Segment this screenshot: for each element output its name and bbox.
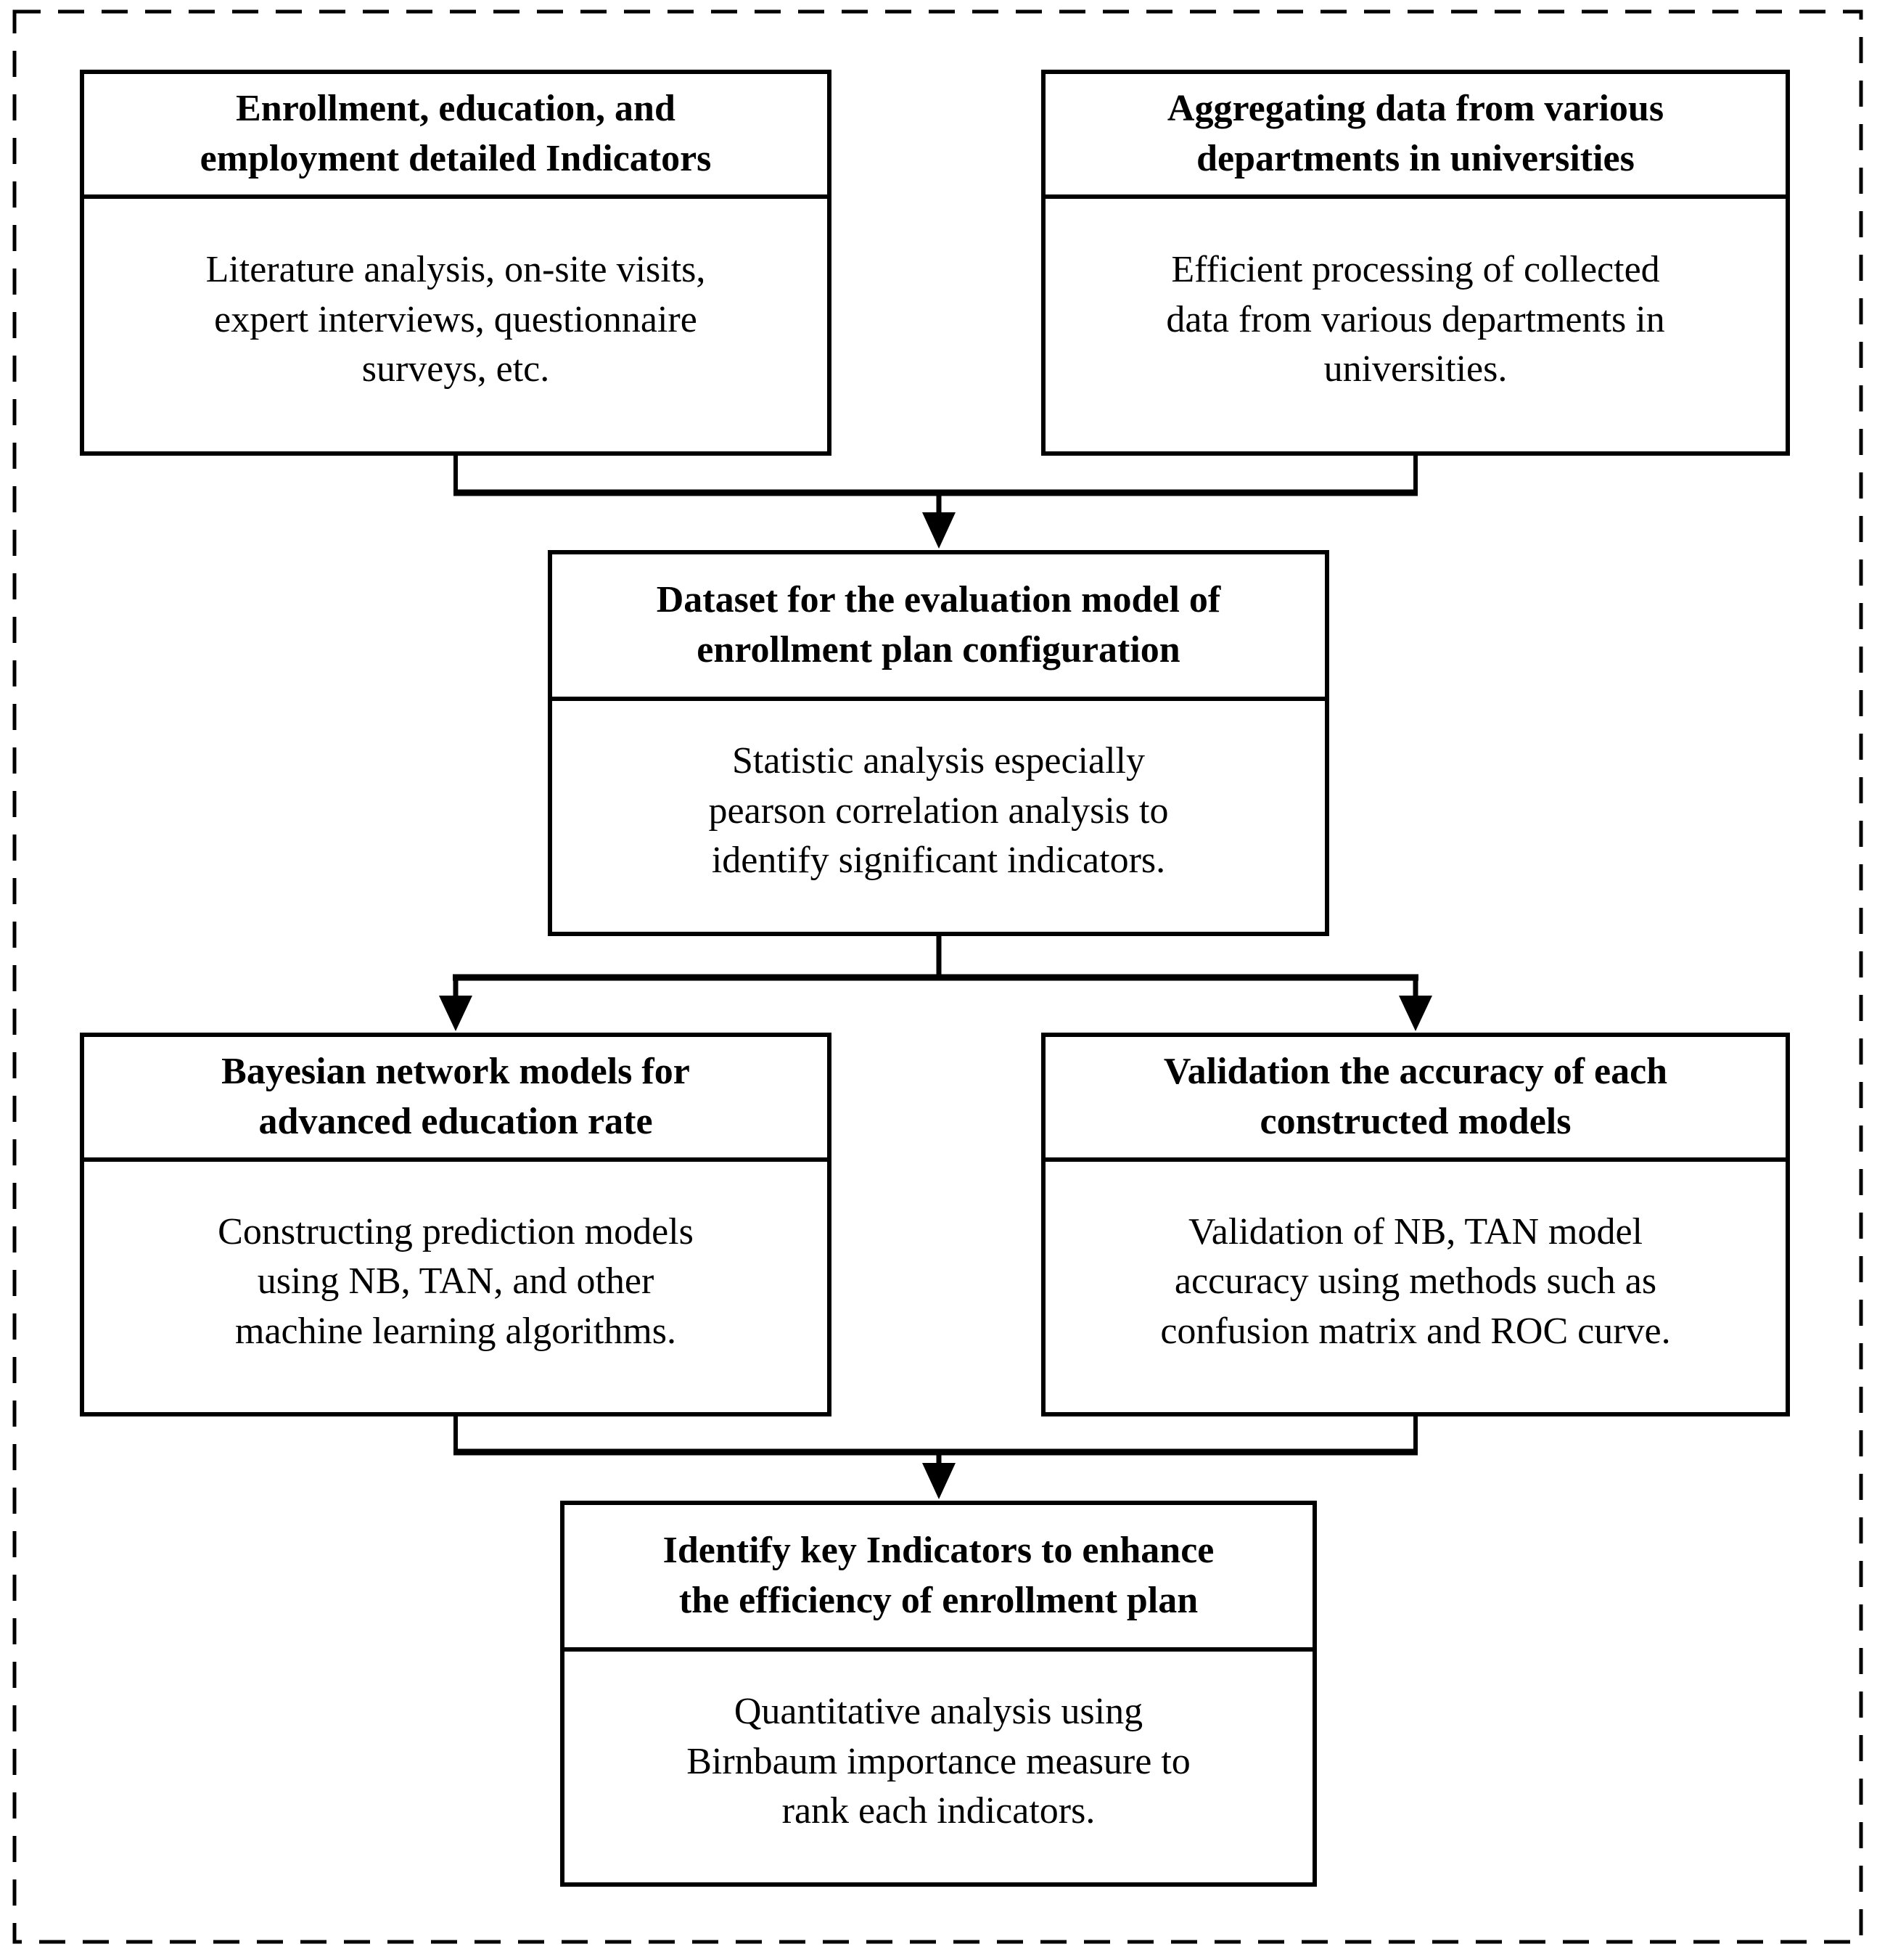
box-dataset-body: Statistic analysis especially pearson co… — [708, 740, 1169, 882]
box-validation: Validation the accuracy of each construc… — [1041, 1033, 1790, 1416]
box-bayesian-body: Constructing prediction models using NB,… — [218, 1210, 694, 1352]
arrow-down-icon — [1399, 996, 1432, 1031]
box-bayesian-title: Bayesian network models for advanced edu… — [84, 1037, 827, 1162]
box-bayesian: Bayesian network models for advanced edu… — [80, 1033, 831, 1416]
box-indicators: Enrollment, education, and employment de… — [80, 70, 831, 456]
outer-dashed-border — [12, 9, 1863, 1944]
box-dataset: Dataset for the evaluation model of enro… — [548, 550, 1329, 936]
connector-merge-top — [453, 453, 1418, 549]
box-indicators-title: Enrollment, education, and employment de… — [84, 74, 827, 199]
arrow-down-icon — [439, 996, 472, 1031]
box-aggregating-title: Aggregating data from various department… — [1046, 74, 1786, 199]
box-identify-body: Quantitative analysis using Birnbaum imp… — [686, 1691, 1191, 1832]
box-identify-title: Identify key Indicators to enhance the e… — [564, 1505, 1313, 1652]
box-aggregating: Aggregating data from various department… — [1041, 70, 1790, 456]
box-identify: Identify key Indicators to enhance the e… — [560, 1501, 1317, 1887]
arrow-down-icon — [922, 512, 956, 549]
box-indicators-body: Literature analysis, on-site visits, exp… — [205, 249, 706, 390]
connector-split-middle — [439, 934, 1432, 1031]
connector-merge-bottom — [453, 1414, 1418, 1499]
box-aggregating-body: Efficient processing of collected data f… — [1166, 249, 1665, 390]
arrow-down-icon — [922, 1463, 956, 1499]
box-validation-title: Validation the accuracy of each construc… — [1046, 1037, 1786, 1162]
box-dataset-title: Dataset for the evaluation model of enro… — [552, 554, 1325, 701]
box-validation-body: Validation of NB, TAN model accuracy usi… — [1160, 1210, 1671, 1352]
